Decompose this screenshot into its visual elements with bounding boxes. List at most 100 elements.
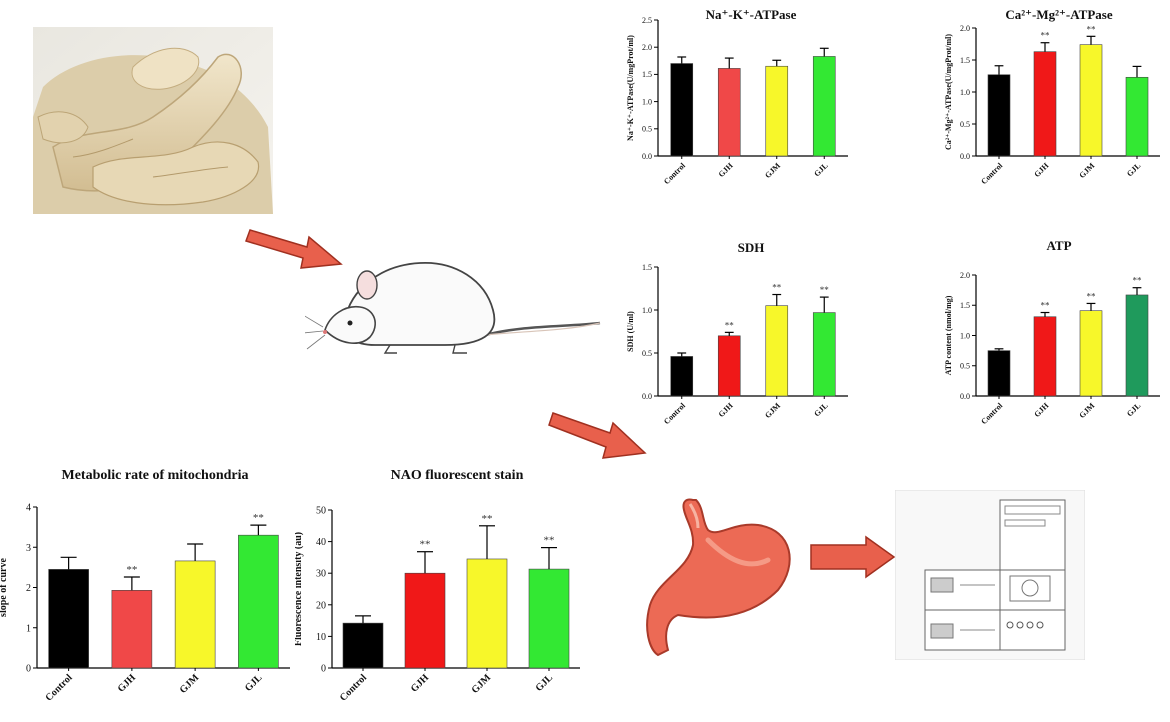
- y-tick-label: 0.0: [960, 152, 970, 161]
- bar: [404, 572, 446, 669]
- ginger-root-photo: [33, 27, 273, 214]
- x-tick-label: GJL: [812, 161, 829, 178]
- y-tick-label: 1.5: [960, 301, 970, 310]
- bar-plot: 0.00.51.01.52.02.5Na⁺-K⁺-ATPase(U/mgProt…: [626, 16, 848, 187]
- x-tick-label: GJL: [534, 672, 556, 694]
- y-tick-label: 0.5: [642, 349, 652, 358]
- significance-label: **: [1087, 291, 1097, 301]
- x-tick-label: GJH: [409, 672, 431, 694]
- bar: [987, 74, 1011, 157]
- bar: [812, 312, 836, 397]
- significance-label: **: [1133, 276, 1143, 286]
- x-tick-label: Control: [662, 401, 688, 427]
- x-tick-label: GJL: [1125, 161, 1142, 178]
- y-tick-label: 1: [26, 623, 31, 634]
- y-tick-label: 1.0: [960, 331, 970, 340]
- y-tick-label: 0.0: [960, 392, 970, 401]
- significance-label: **: [420, 539, 431, 551]
- bar: [528, 568, 570, 669]
- bar: [1033, 51, 1057, 157]
- y-tick-label: 0.5: [960, 362, 970, 371]
- x-tick-label: GJM: [1077, 401, 1096, 420]
- y-tick-label: 0.5: [642, 125, 652, 134]
- bar: [1125, 294, 1149, 397]
- chart-title: SDH: [737, 240, 765, 255]
- x-tick-label: GJM: [763, 401, 782, 420]
- x-tick-label: GJH: [717, 161, 736, 180]
- bar: [765, 305, 789, 397]
- bar: [670, 63, 694, 157]
- chart-title: Metabolic rate of mitochondria: [61, 468, 249, 483]
- y-tick-label: 2: [26, 583, 31, 594]
- arrow-right-down-icon: [245, 212, 345, 272]
- bar: [765, 65, 789, 157]
- y-tick-label: 1.5: [642, 263, 652, 272]
- y-tick-label: 2.0: [960, 24, 970, 33]
- y-axis-label: slope of curve: [0, 558, 9, 617]
- x-tick-label: GJL: [243, 672, 265, 694]
- arrow-right-down-icon: [548, 403, 648, 463]
- y-tick-label: 20: [316, 600, 326, 611]
- x-tick-label: Control: [979, 401, 1005, 427]
- bar: [987, 350, 1011, 397]
- significance-label: **: [544, 535, 555, 547]
- y-axis-label: Na⁺-K⁺-ATPase(U/mgProt/ml): [626, 35, 635, 141]
- bar: [1079, 310, 1103, 397]
- significance-label: **: [1087, 24, 1097, 34]
- y-tick-label: 4: [26, 503, 31, 514]
- y-tick-label: 50: [316, 506, 326, 517]
- significance-label: **: [772, 283, 782, 293]
- bar: [1033, 316, 1057, 397]
- stomach-drawing: [638, 490, 798, 660]
- x-tick-label: GJH: [1032, 401, 1051, 420]
- y-tick-label: 3: [26, 543, 31, 554]
- bar: [1125, 76, 1149, 157]
- y-tick-label: 0.0: [642, 152, 652, 161]
- y-tick-label: 40: [316, 537, 326, 548]
- x-tick-label: Control: [979, 161, 1005, 187]
- significance-label: **: [725, 320, 735, 330]
- x-tick-label: Control: [338, 672, 369, 703]
- bar: [238, 534, 279, 669]
- significance-label: **: [1041, 31, 1051, 41]
- significance-label: **: [820, 285, 830, 295]
- x-tick-label: GJH: [1032, 161, 1051, 180]
- x-tick-label: Control: [662, 161, 688, 187]
- x-tick-label: GJM: [178, 672, 202, 696]
- y-axis-label: Ca²⁺-Mg²⁺-ATPase(U/mgProt/ml): [944, 34, 953, 150]
- y-tick-label: 0: [321, 664, 326, 675]
- significance-label: **: [253, 512, 264, 524]
- bar: [342, 622, 384, 669]
- y-tick-label: 2.0: [960, 271, 970, 280]
- bar: [174, 560, 216, 669]
- y-tick-label: 0.0: [642, 392, 652, 401]
- x-tick-label: Control: [44, 672, 75, 703]
- x-tick-label: GJM: [470, 672, 494, 696]
- y-tick-label: 1.0: [642, 306, 652, 315]
- arrow-right-icon: [808, 535, 898, 580]
- significance-label: **: [1041, 301, 1051, 311]
- lab-instrument-drawing: [894, 489, 1086, 661]
- bar: [1079, 44, 1103, 157]
- bar: [111, 590, 153, 669]
- bar: [717, 68, 741, 157]
- bar: [812, 56, 836, 157]
- y-tick-label: 30: [316, 569, 326, 580]
- x-tick-label: GJM: [1077, 161, 1096, 180]
- bar: [466, 558, 508, 669]
- x-tick-label: GJH: [717, 401, 736, 420]
- chart-title: ATP: [1046, 238, 1072, 253]
- y-tick-label: 1.0: [642, 97, 652, 106]
- y-tick-label: 2.5: [642, 16, 652, 25]
- significance-label: **: [126, 564, 137, 576]
- y-tick-label: 2.0: [642, 43, 652, 52]
- rat-drawing: [302, 245, 605, 375]
